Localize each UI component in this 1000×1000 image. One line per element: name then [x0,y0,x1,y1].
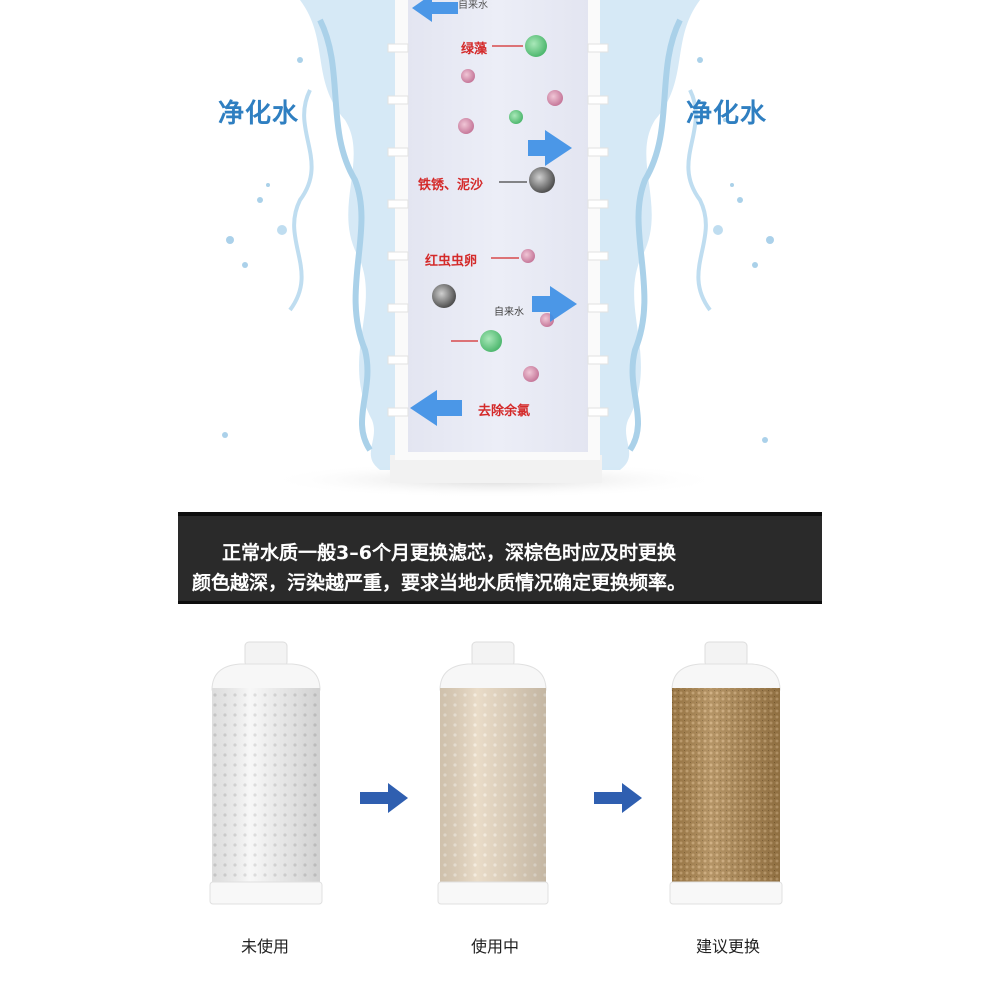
filter-diagram: 净化水 净化水 自来水 绿藻 铁锈、泥沙 红虫虫卵 自来水 去除余氯 [218,0,774,498]
caption-in-use: 使用中 [470,937,519,956]
algae-particle [480,330,502,352]
cartridges-svg [209,641,783,905]
rust-sand-label: 铁锈、泥沙 [418,178,484,193]
algae-particle [509,110,523,124]
purified-water-label-right: 净化水 [686,99,768,129]
column-ribs [387,43,609,417]
tap-water-label: 自来水 [494,307,524,318]
banner-line-1: 正常水质一般3–6个月更换滤芯，深棕色时应及时更换 [222,542,676,564]
pink-particle [461,69,475,83]
algae-particle [525,35,547,57]
filter-diagram-svg [222,0,774,498]
column-interior [408,0,588,452]
pink-particle [523,366,539,382]
info-banner: 正常水质一般3–6个月更换滤芯，深棕色时应及时更换 颜色越深，污染越严重，要求当… [178,512,822,604]
water-splash-icon [222,0,395,470]
right-arrow-icon [360,783,408,813]
rust-particle [432,284,456,308]
chlorine-removal-label: 去除余氯 [478,404,531,419]
caption-unused: 未使用 [240,937,289,956]
flow-arrow-icon [410,0,577,426]
pink-particle [458,118,474,134]
pink-particle [547,90,563,106]
larvae-particle [521,249,535,263]
algae-label: 绿藻 [461,42,488,57]
water-splash-icon [600,0,774,470]
banner-line-2: 颜色越深，污染越严重，要求当地水质情况确定更换频率。 [192,572,687,594]
cartridge-unused [209,641,323,905]
purified-water-label-left: 净化水 [218,99,300,129]
cartridge-replace [669,641,783,905]
cartridge-in-use [437,641,549,905]
larvae-label: 红虫虫卵 [425,254,478,269]
rust-particle [529,167,555,193]
right-arrow-icon [594,783,642,813]
tap-water-top-label: 自来水 [458,0,488,11]
caption-replace: 建议更换 [695,937,760,956]
